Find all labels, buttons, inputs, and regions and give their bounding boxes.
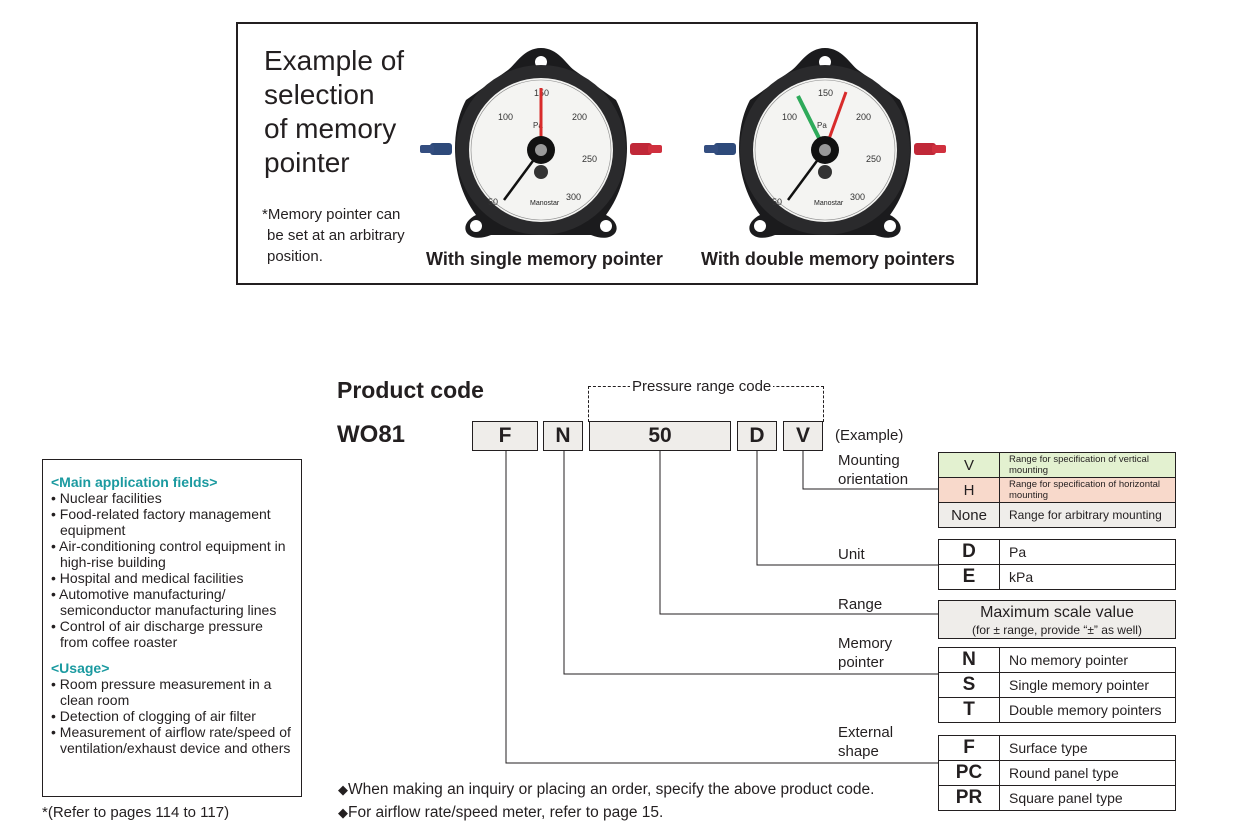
option-desc: Round panel type [999, 760, 1176, 786]
table-row: N No memory pointer [938, 647, 1176, 673]
gauge-tick-100: 100 [498, 112, 513, 122]
gauge-tick-250: 250 [866, 154, 881, 164]
option-desc: Surface type [999, 735, 1176, 761]
gauge-tick-250: 250 [582, 154, 597, 164]
option-code: D [938, 539, 1000, 565]
usage-list: Room pressure measurement in a clean roo… [51, 676, 293, 756]
option-desc: Pa [999, 539, 1176, 565]
gauge-tick-150: 150 [818, 88, 833, 98]
note-line-airflow: ◆For airflow rate/speed meter, refer to … [338, 804, 664, 821]
list-item: Measurement of airflow rate/speed of ven… [51, 724, 293, 756]
gauge-tick-300: 300 [850, 192, 865, 202]
range-box-main: Maximum scale value [980, 604, 1134, 621]
list-item: Air-conditioning control equipment in hi… [51, 538, 293, 570]
unit-options-table: D Pa E kPa [938, 539, 1176, 590]
gauge-tick-200: 200 [572, 112, 587, 122]
list-item: Control of air discharge pressure from c… [51, 618, 293, 650]
applications-reference: *(Refer to pages 114 to 117) [42, 804, 230, 821]
code-box-memory: N [543, 421, 583, 451]
memory-options-table: N No memory pointer S Single memory poin… [938, 647, 1176, 723]
option-code: PC [938, 760, 1000, 786]
range-box: Maximum scale value (for ± range, provid… [938, 600, 1176, 639]
gauge-tick-100: 100 [782, 112, 797, 122]
gauge-tick-50: 50 [772, 197, 782, 207]
gauge-unit: Pa [817, 121, 827, 130]
main-application-list: Nuclear facilities Food-related factory … [51, 490, 293, 650]
option-code: S [938, 672, 1000, 698]
option-code: T [938, 697, 1000, 723]
list-item: Automotive manufacturing/ semiconductor … [51, 586, 293, 618]
gauge-unit: Pa [533, 121, 543, 130]
gauge-tick-50: 50 [488, 197, 498, 207]
gauge-double-image: 50 100 150 200 250 300 Pa Manostar [704, 48, 946, 238]
option-desc: Range for specification of vertical moun… [999, 452, 1176, 478]
list-item: Food-related factory management equipmen… [51, 506, 293, 538]
table-row: None Range for arbitrary mounting [938, 502, 1176, 528]
gauge-brand: Manostar [530, 200, 560, 207]
gauge-tick-300: 300 [566, 192, 581, 202]
model-code: WO81 [337, 421, 406, 448]
table-row: F Surface type [938, 735, 1176, 761]
main-application-heading: <Main application fields> [51, 474, 218, 490]
table-row: PR Square panel type [938, 785, 1176, 811]
product-code-title: Product code [337, 377, 484, 403]
table-row: PC Round panel type [938, 760, 1176, 786]
range-box-note: (for ± range, provide “±” as well) [972, 623, 1142, 637]
table-row: V Range for specification of vertical mo… [938, 452, 1176, 478]
example-title: Example of selection of memory pointer [264, 45, 405, 178]
range-label: Range [838, 596, 883, 613]
example-box: Example of selection of memory pointer *… [236, 22, 978, 285]
code-box-mounting: V [783, 421, 823, 451]
gauge-tick-200: 200 [856, 112, 871, 122]
table-row: H Range for specification of horizontal … [938, 477, 1176, 503]
code-box-unit: D [737, 421, 777, 451]
option-code: F [938, 735, 1000, 761]
note-line-order: ◆When making an inquiry or placing an or… [338, 781, 875, 798]
table-row: D Pa [938, 539, 1176, 565]
memory-pointer-note: *Memory pointer can be set at an arbitra… [262, 206, 405, 265]
table-row: T Double memory pointers [938, 697, 1176, 723]
table-row: E kPa [938, 564, 1176, 590]
list-item: Nuclear facilities [51, 490, 293, 506]
option-code: V [938, 452, 1000, 478]
caption-double-pointers: With double memory pointers [701, 249, 955, 269]
mounting-options-table: V Range for specification of vertical mo… [938, 452, 1176, 528]
list-item: Hospital and medical facilities [51, 570, 293, 586]
option-code: None [938, 502, 1000, 528]
applications-box: <Main application fields> Nuclear facili… [42, 459, 302, 797]
shape-options-table: F Surface type PC Round panel type PR Sq… [938, 735, 1176, 811]
option-desc: No memory pointer [999, 647, 1176, 673]
external-shape-label: External shape [838, 724, 894, 760]
code-box-shape: F [472, 421, 538, 451]
option-desc: Range for specification of horizontal mo… [999, 477, 1176, 503]
list-item: Room pressure measurement in a clean roo… [51, 676, 293, 708]
list-item: Detection of clogging of air filter [51, 708, 293, 724]
unit-label: Unit [838, 546, 865, 563]
memory-pointer-label: Memory pointer [838, 635, 893, 671]
caption-single-pointer: With single memory pointer [426, 249, 663, 269]
option-code: E [938, 564, 1000, 590]
usage-heading: <Usage> [51, 660, 110, 676]
diamond-bullet-icon: ◆ [338, 805, 348, 820]
gauge-brand: Manostar [814, 200, 844, 207]
option-desc: Range for arbitrary mounting [999, 502, 1176, 528]
mounting-orientation-label: Mounting orientation [838, 452, 909, 488]
table-row: S Single memory pointer [938, 672, 1176, 698]
option-code: N [938, 647, 1000, 673]
diamond-bullet-icon: ◆ [338, 782, 348, 797]
gauge-single-image: 50 100 150 200 250 300 Pa Manostar [420, 48, 662, 238]
code-box-range: 50 [589, 421, 731, 451]
option-code: PR [938, 785, 1000, 811]
pressure-range-label: Pressure range code [630, 378, 774, 395]
example-label: (Example) [835, 427, 904, 444]
option-code: H [938, 477, 1000, 503]
option-desc: Single memory pointer [999, 672, 1176, 698]
option-desc: Double memory pointers [999, 697, 1176, 723]
option-desc: kPa [999, 564, 1176, 590]
option-desc: Square panel type [999, 785, 1176, 811]
